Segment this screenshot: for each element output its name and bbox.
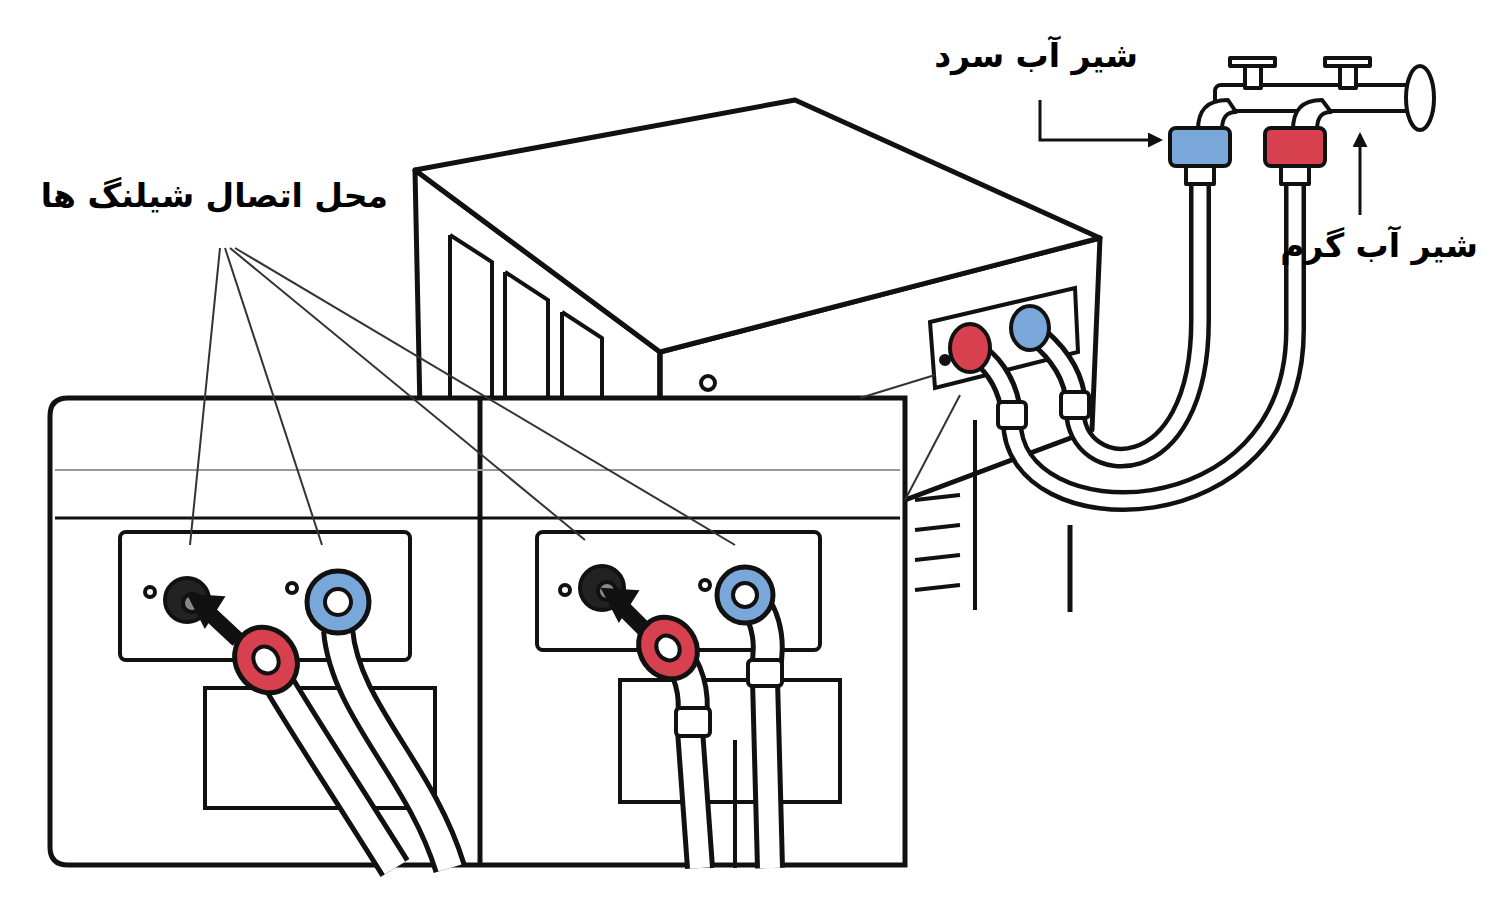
- water-taps-part: [1186, 166, 1214, 184]
- inset-straight-fittings-part: [190, 596, 222, 625]
- leader-lines-part: [230, 248, 585, 540]
- water-taps: [1170, 58, 1434, 184]
- inset-elbow-fittings-part: [700, 580, 710, 590]
- water-taps-part: [1293, 100, 1331, 130]
- machine-lower-part: [1068, 525, 1073, 612]
- leader-lines-part: [225, 248, 322, 545]
- inset-elbow-fittings-part: [690, 730, 700, 868]
- inset-elbow-fittings-part: [620, 680, 840, 802]
- inset-elbow-fittings-part: [690, 730, 700, 868]
- inset-straight-fittings-part: [248, 642, 284, 679]
- inlet-plate-part: [941, 356, 949, 364]
- vent-slots-part: [701, 376, 715, 390]
- water-taps-part: [1198, 100, 1236, 130]
- leader-lines-part: [190, 248, 220, 545]
- tap-pointers-part: [1359, 135, 1362, 215]
- inset-straight-fittings-part: [325, 589, 351, 615]
- inset-straight-fittings-part: [307, 571, 369, 633]
- inlet-fittings-part: [998, 402, 1026, 428]
- hot-hose: [1012, 175, 1295, 501]
- leader-lines: [190, 248, 960, 545]
- inset-straight-fittings-part: [287, 583, 297, 593]
- vent-slots-part: [450, 235, 492, 400]
- hot-hose-part: [1012, 175, 1295, 501]
- inset-straight-fittings-part: [272, 672, 395, 868]
- vent-slots: [450, 235, 715, 400]
- cold-hose: [1075, 175, 1200, 458]
- inset-panels-part: [55, 517, 900, 520]
- hot-hose-part: [1012, 175, 1295, 501]
- inset-panels-part: [55, 469, 900, 471]
- cold-hose-part: [1075, 175, 1200, 458]
- inlet-fittings: [950, 306, 1089, 428]
- machine-lower-part: [915, 495, 960, 590]
- inset-elbow-fittings-part: [733, 583, 757, 607]
- inset-elbow-fittings: [537, 532, 840, 868]
- tap-label: شیر آب سرد: [878, 36, 1138, 76]
- inlet-fittings-part: [1061, 392, 1089, 418]
- tap-label: شیر آب گرم: [1218, 226, 1478, 266]
- inset-straight-fittings-part: [272, 672, 395, 868]
- tap-pointers: [1040, 100, 1360, 215]
- inset-elbow-fittings-part: [652, 631, 685, 665]
- inlet-fittings-part: [950, 324, 990, 372]
- vent-slots-part: [505, 272, 548, 400]
- inset-straight-fittings-part: [145, 587, 155, 597]
- machine-lower-part: [973, 420, 977, 610]
- inset-elbow-fittings-part: [604, 590, 636, 619]
- connection-label: محل اتصال شیلنگ ها: [0, 176, 388, 216]
- water-taps-part: [1230, 58, 1275, 66]
- leader-lines-part: [235, 248, 735, 545]
- inset-elbow-fittings-part: [765, 680, 770, 868]
- leader-lines-part: [860, 375, 935, 398]
- water-taps-part: [1325, 58, 1370, 66]
- water-taps-part: [1265, 128, 1325, 166]
- inlet-fittings-part: [1011, 306, 1049, 350]
- inset-panels-part: [478, 398, 483, 865]
- inset-elbow-fittings-part: [717, 567, 773, 623]
- inset-elbow-fittings-part: [765, 680, 770, 868]
- water-taps-part: [1406, 66, 1434, 130]
- machine-lower: [915, 420, 1070, 612]
- inset-elbow-fittings-part: [676, 708, 710, 736]
- water-taps-part: [1281, 166, 1309, 184]
- tap-pointers-part: [1040, 100, 1160, 140]
- inset-elbow-fittings-part: [560, 585, 570, 595]
- leader-lines-part: [905, 395, 960, 500]
- inset-elbow-fittings-part: [748, 660, 782, 686]
- inset-straight-fittings: [120, 532, 450, 868]
- water-taps-part: [1170, 128, 1230, 166]
- cold-hose-part: [1075, 175, 1200, 458]
- vent-slots-part: [562, 312, 602, 400]
